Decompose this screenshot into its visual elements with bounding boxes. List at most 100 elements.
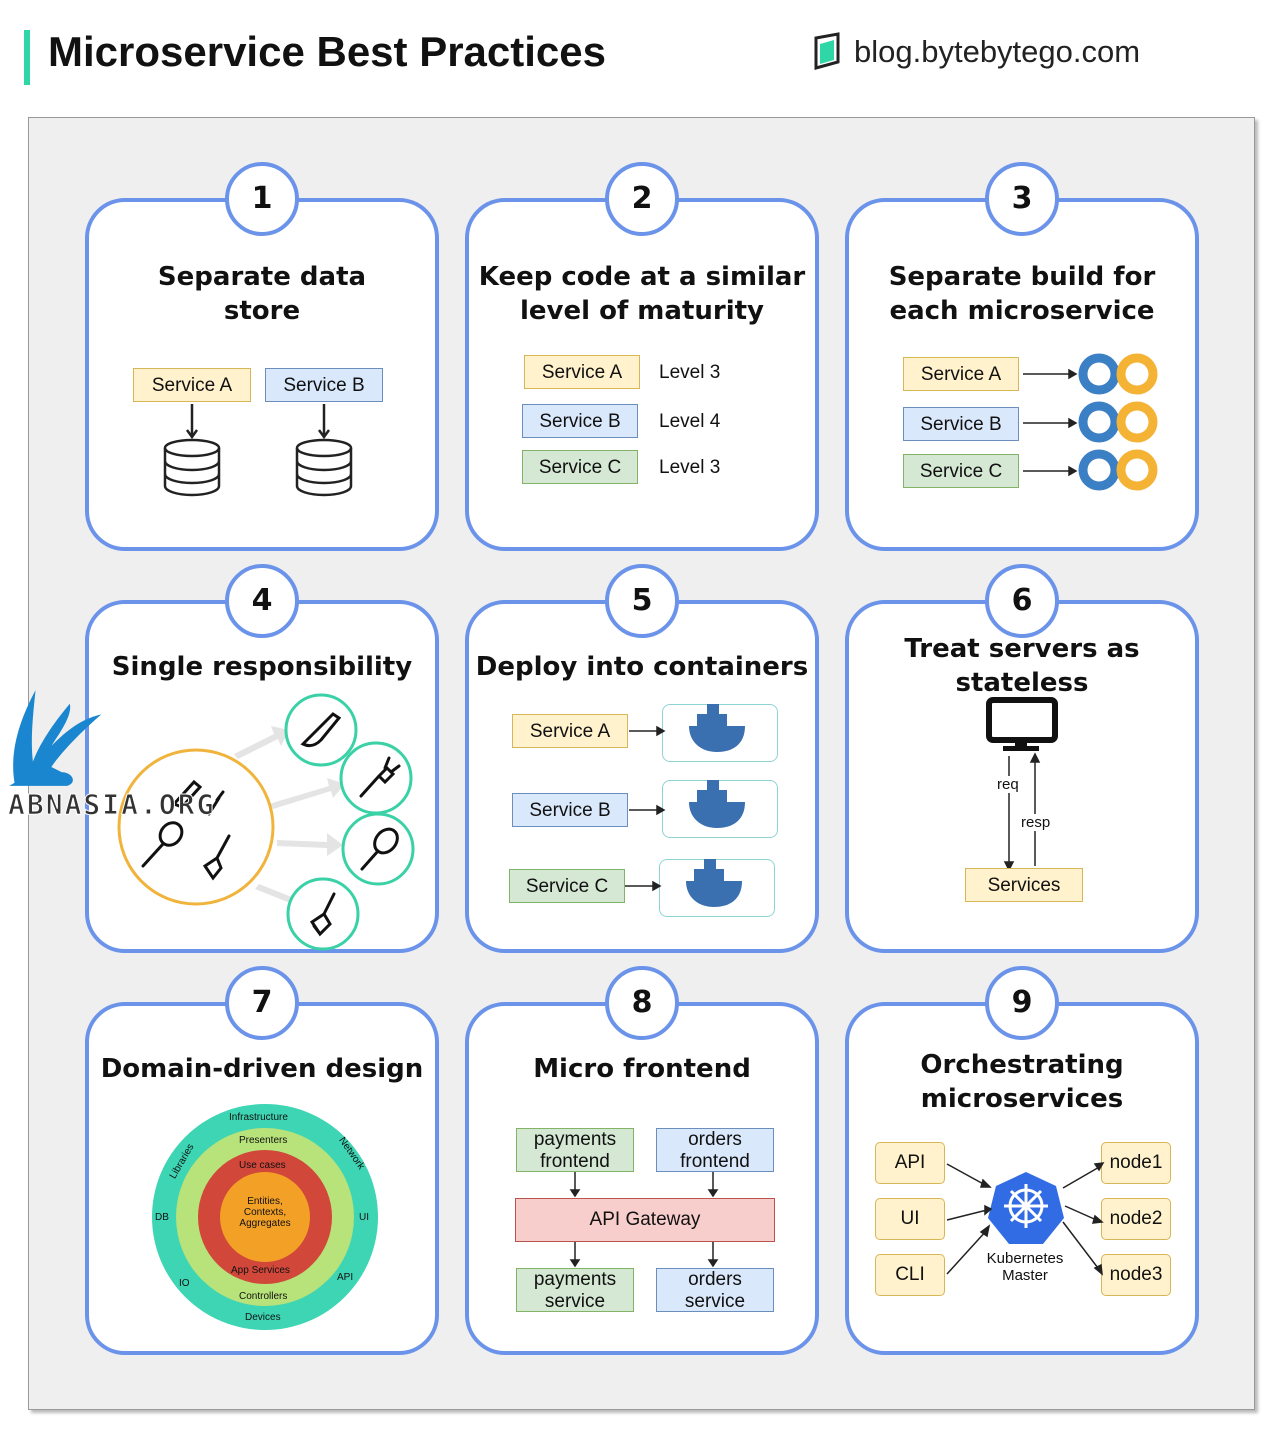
service-a-box: Service A — [512, 714, 628, 748]
node-box: node2 — [1101, 1198, 1171, 1240]
card-title: Deploy into containers — [475, 652, 809, 682]
watermark-text: ABNASIA.ORG — [7, 788, 216, 822]
services-box: Services — [965, 868, 1083, 902]
ui-client-box: UI — [875, 1198, 945, 1240]
cicd-infinity-icon — [1078, 449, 1158, 491]
orders-service-box: orders service — [656, 1268, 774, 1312]
kubernetes-master-label: Kubernetes Master — [986, 1250, 1064, 1284]
ring-label: IO — [179, 1278, 190, 1289]
docker-whale-icon — [686, 859, 742, 907]
step-badge: 6 — [985, 564, 1059, 638]
step-badge: 9 — [985, 966, 1059, 1040]
ring-label: App Services — [231, 1265, 290, 1276]
card-title: Treat servers as stateless — [904, 634, 1140, 698]
api-client-box: API — [875, 1142, 945, 1184]
fork-icon — [359, 756, 401, 798]
frontend-arrows — [569, 1172, 719, 1268]
orders-frontend-box: orders frontend — [656, 1128, 774, 1172]
service-a-box: Service A — [133, 368, 251, 402]
cicd-infinity-icon — [1078, 401, 1158, 443]
service-b-box: Service B — [522, 404, 638, 438]
step-badge: 7 — [225, 966, 299, 1040]
card-title: Separate build for each microservice — [888, 262, 1156, 326]
cicd-pipeline-icons — [1023, 353, 1158, 491]
node-box: node1 — [1101, 1142, 1171, 1184]
monitor-icon — [986, 697, 1058, 751]
service-c-box: Service C — [522, 450, 638, 484]
kubernetes-diagram — [946, 1162, 1105, 1276]
step-badge: 5 — [605, 564, 679, 638]
card-title: Single responsibility — [111, 652, 413, 682]
card-title: Keep code at a similar level of maturity — [478, 262, 806, 326]
service-c-box: Service C — [509, 869, 625, 903]
maturity-level: Level 3 — [659, 362, 721, 383]
step-badge: 3 — [985, 162, 1059, 236]
spoon-circle — [341, 812, 415, 886]
database-icon — [163, 438, 221, 497]
combined-utensils-circle — [117, 748, 275, 906]
maturity-level: Level 4 — [659, 411, 721, 432]
ring-label: Use cases — [239, 1160, 286, 1171]
maturity-level: Level 3 — [659, 457, 721, 478]
ring-label: Infrastructure — [229, 1112, 288, 1123]
page-title: Microservice Best Practices — [48, 28, 606, 75]
knife-icon — [300, 712, 342, 748]
utensils-illustration — [117, 693, 415, 951]
card-deploy-containers: 5 Deploy into containers Service A Servi… — [465, 564, 819, 953]
ring-label: Devices — [245, 1312, 281, 1323]
spoon-icon — [360, 827, 399, 871]
card-single-responsibility: 4 Single responsibility — [85, 564, 439, 953]
docker-whale-icon — [689, 704, 745, 752]
step-badge: 4 — [225, 564, 299, 638]
ring-label: Presenters — [239, 1135, 288, 1146]
database-icons — [163, 404, 353, 497]
service-a-box: Service A — [903, 357, 1019, 391]
ring-label: UI — [359, 1212, 369, 1223]
card-title: Micro frontend — [533, 1054, 751, 1084]
payments-frontend-box: payments frontend — [516, 1128, 634, 1172]
request-label: req — [997, 776, 1019, 793]
broom-icon — [309, 892, 336, 937]
watermark-griffin-logo — [9, 690, 102, 786]
cicd-infinity-icon — [1078, 353, 1158, 395]
card-micro-frontend: 8 Micro frontend payments frontend order… — [465, 966, 819, 1355]
step-badge: 8 — [605, 966, 679, 1040]
node-box: node3 — [1101, 1254, 1171, 1296]
brand-link[interactable]: blog.bytebytego.com — [812, 32, 1140, 72]
ring-label: Controllers — [239, 1291, 288, 1302]
service-c-box: Service C — [903, 454, 1019, 488]
card-stateless-servers: 6 Treat servers as stateless req resp Se… — [845, 564, 1199, 953]
card-title: Separate data store — [157, 262, 367, 326]
card-code-maturity: 2 Keep code at a similar level of maturi… — [465, 162, 819, 551]
card-domain-driven-design: 7 Domain-driven design Infrastructure Ne… — [85, 966, 439, 1355]
bytebytego-logo-icon — [814, 32, 840, 70]
card-title: Orchestrating microservices — [920, 1050, 1124, 1114]
ring-label: DB — [155, 1212, 169, 1223]
docker-arrows — [625, 704, 745, 907]
card-separate-data-store: 1 Separate data store Service A Service … — [85, 162, 439, 551]
kubernetes-icon — [988, 1172, 1064, 1244]
service-b-box: Service B — [512, 793, 628, 827]
api-gateway-box: API Gateway — [515, 1198, 775, 1242]
payments-service-box: payments service — [516, 1268, 634, 1312]
service-a-box: Service A — [524, 355, 640, 389]
card-title: Domain-driven design — [100, 1054, 424, 1084]
combined-utensils-icon — [141, 779, 231, 881]
card-orchestration: 9 Orchestrating microservices API UI CLI… — [845, 966, 1199, 1355]
service-b-box: Service B — [265, 368, 383, 402]
brand-text: blog.bytebytego.com — [854, 34, 1141, 69]
step-badge: 2 — [605, 162, 679, 236]
response-label: resp — [1021, 814, 1051, 831]
onion-architecture-diagram — [152, 1104, 378, 1330]
client-server-flow — [986, 697, 1058, 872]
card-separate-build: 3 Separate build for each microservice S… — [845, 162, 1199, 551]
docker-whale-icon — [689, 780, 745, 828]
cli-client-box: CLI — [875, 1254, 945, 1296]
database-icon — [295, 438, 353, 497]
ring-label: API — [337, 1272, 354, 1283]
knife-circle — [284, 693, 358, 767]
core-label: Entities, Contexts, Aggregates — [239, 1196, 291, 1229]
title-accent-bar — [24, 30, 30, 85]
service-b-box: Service B — [903, 407, 1019, 441]
step-badge: 1 — [225, 162, 299, 236]
